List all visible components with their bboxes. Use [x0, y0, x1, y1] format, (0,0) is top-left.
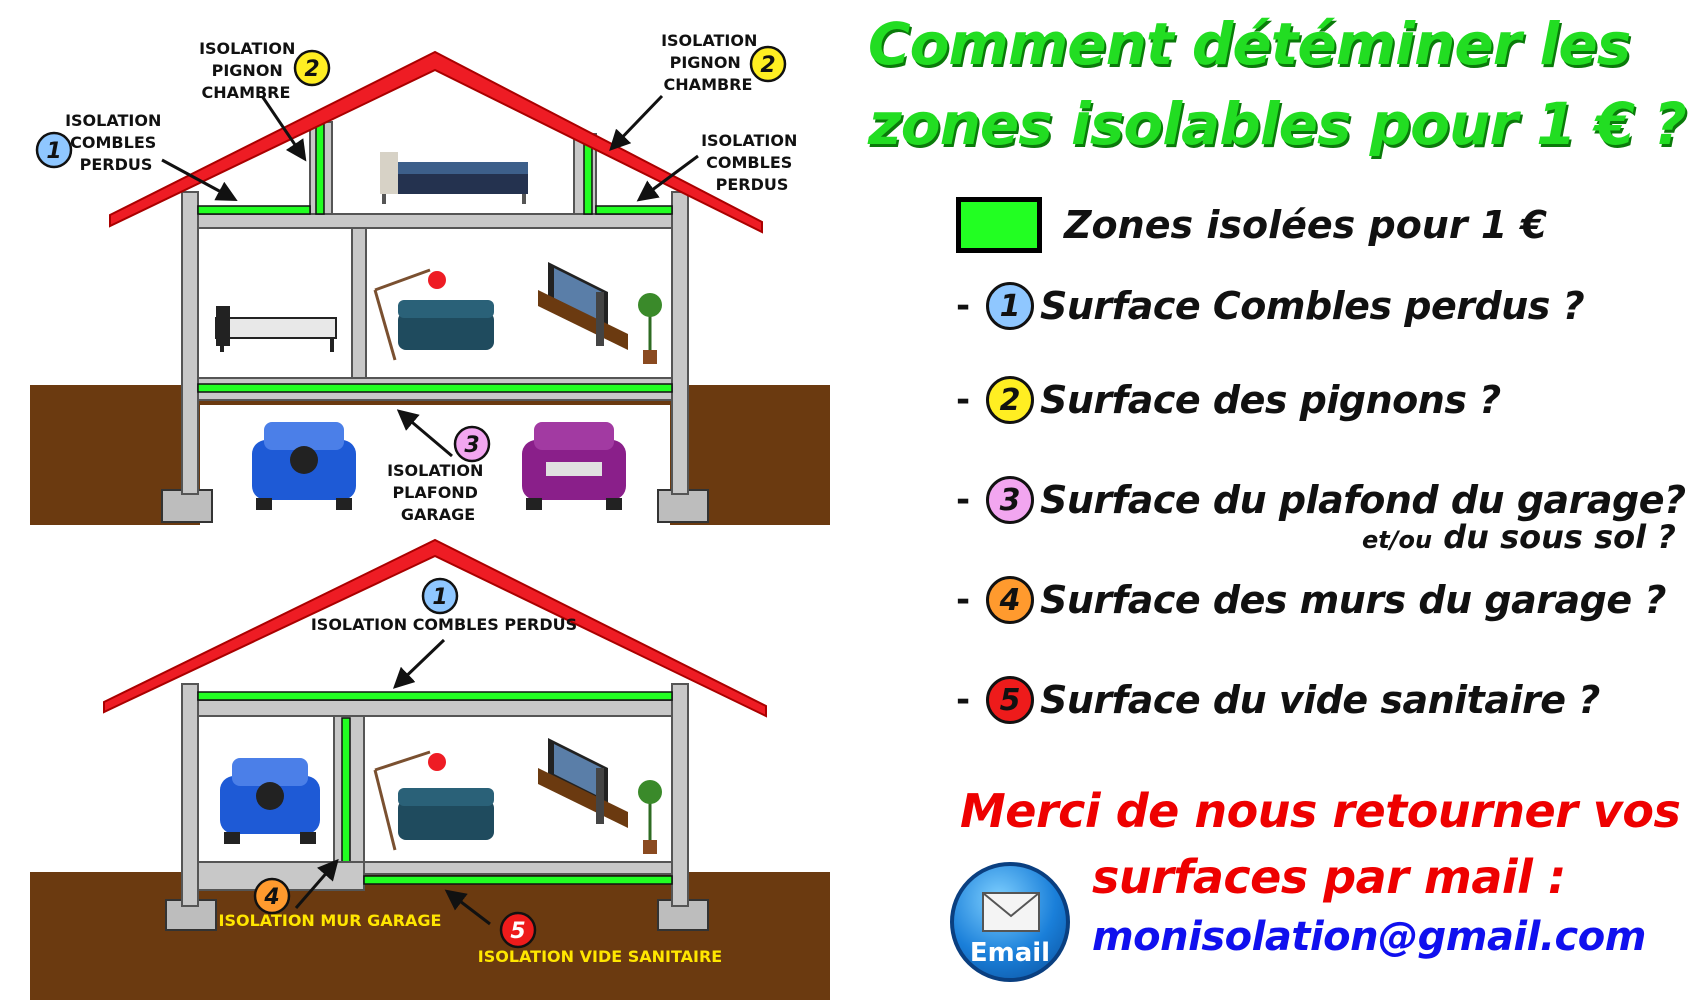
- top-house: ISOLATION COMBLES PERDUS ISOLATION PIGNO…: [30, 31, 830, 525]
- insulation-vide-sanitaire: [363, 875, 673, 885]
- lamp-bottom: [373, 750, 446, 851]
- insulation-mur-garage: [341, 717, 351, 865]
- item-3: - 3 Surface du plafond du garage?: [956, 472, 1686, 528]
- item-2: - 2 Surface des pignons ?: [956, 372, 1501, 428]
- badge-1-bottom: 1: [421, 577, 459, 615]
- title-line-1: Comment détéminer les: [868, 10, 1631, 78]
- bed-ground: [215, 306, 337, 352]
- bottom-roof: [103, 538, 767, 718]
- label-combles-right: ISOLATION COMBLES PERDUS: [701, 131, 803, 194]
- legend-swatch: [956, 197, 1042, 253]
- item-text-3: Surface du plafond du garage?: [1040, 478, 1686, 522]
- svg-text:2: 2: [304, 57, 319, 82]
- badge-3-top: 3: [453, 425, 491, 463]
- insulation-combles-left: [197, 205, 311, 215]
- label-combles-bottom: ISOLATION COMBLES PERDUS: [311, 615, 577, 634]
- thanks-line-2: surfaces par mail :: [1092, 850, 1566, 904]
- badge-1-top: 1: [35, 131, 73, 169]
- tv-unit-bottom: [538, 738, 662, 854]
- legend-text: Zones isolées pour 1 €: [1064, 203, 1547, 247]
- title-line-2: zones isolables pour 1 € ?: [868, 90, 1687, 158]
- email-icon[interactable]: Email: [950, 862, 1070, 982]
- info-panel: Comment détéminer les zones isolables po…: [860, 0, 1700, 1000]
- badge-2: 2: [986, 376, 1034, 424]
- label-combles-left: ISOLATION COMBLES PERDUS: [65, 111, 167, 174]
- badge-4: 4: [986, 576, 1034, 624]
- sofa-bottom: [398, 788, 494, 840]
- svg-text:1: 1: [46, 139, 61, 164]
- item-3-subtext: et/ou du sous sol ?: [1362, 518, 1676, 556]
- lamp: [373, 268, 446, 361]
- badge-4-bottom: 4: [253, 877, 291, 915]
- badge-5-bottom: 5: [499, 911, 537, 949]
- email-address-link[interactable]: monisolation@gmail.com: [1092, 914, 1646, 960]
- badge-2-top-right: 2: [749, 45, 787, 83]
- item-4: - 4 Surface des murs du garage ?: [956, 572, 1666, 628]
- svg-text:4: 4: [263, 885, 279, 910]
- badge-2-top-left: 2: [293, 49, 331, 87]
- insulation-combles-right: [595, 205, 673, 215]
- top-wall-left: [181, 191, 199, 495]
- badge-1: 1: [986, 282, 1034, 330]
- item-5: - 5 Surface du vide sanitaire ?: [956, 672, 1600, 728]
- envelope-flap: [982, 892, 1040, 918]
- label-pignon-left: ISOLATION PIGNON CHAMBRE: [199, 39, 301, 102]
- bottom-ground: [30, 872, 830, 1000]
- label-pignon-right: ISOLATION PIGNON CHAMBRE: [661, 31, 763, 94]
- item-text-4: Surface des murs du garage ?: [1040, 578, 1666, 622]
- car-blue-bottom: [220, 758, 320, 844]
- label-vide-sanitaire: ISOLATION VIDE SANITAIRE: [478, 947, 722, 966]
- badge-5: 5: [986, 676, 1034, 724]
- car-blue-top: [252, 422, 356, 510]
- legend: Zones isolées pour 1 €: [956, 192, 1547, 258]
- item-dash: -: [956, 380, 971, 420]
- item-text-1: Surface Combles perdus ?: [1040, 284, 1585, 328]
- tv-unit: [538, 262, 662, 364]
- item-text-5: Surface du vide sanitaire ?: [1040, 678, 1600, 722]
- bed-attic: [380, 152, 528, 204]
- email-icon-label: Email: [969, 938, 1051, 968]
- item-text-2: Surface des pignons ?: [1040, 378, 1501, 422]
- top-roof: [109, 50, 763, 234]
- house-diagrams: ISOLATION COMBLES PERDUS ISOLATION PIGNO…: [30, 31, 830, 1000]
- label-plafond-garage: ISOLATION PLAFOND GARAGE: [387, 461, 489, 524]
- item-dash: -: [956, 480, 971, 520]
- svg-text:5: 5: [510, 919, 525, 944]
- top-wall-right: [671, 191, 689, 495]
- svg-text:1: 1: [432, 585, 447, 610]
- sofa: [398, 300, 494, 350]
- insulation-combles-bottom: [197, 691, 673, 701]
- insulation-pignon-left: [315, 123, 325, 215]
- item-dash: -: [956, 580, 971, 620]
- badge-3: 3: [986, 476, 1034, 524]
- svg-text:2: 2: [760, 53, 775, 78]
- item-1: - 1 Surface Combles perdus ?: [956, 278, 1585, 334]
- envelope-icon: [982, 892, 1040, 932]
- thanks-line-1: Merci de nous retourner vos: [960, 784, 1681, 838]
- bottom-house: ISOLATION COMBLES PERDUS ISOLATION MUR G…: [30, 538, 830, 1000]
- label-mur-garage: ISOLATION MUR GARAGE: [219, 911, 442, 930]
- car-purple-top: [522, 422, 626, 510]
- item-dash: -: [956, 286, 971, 326]
- item-dash: -: [956, 680, 971, 720]
- svg-text:3: 3: [464, 433, 479, 458]
- insulation-plafond-garage: [197, 383, 673, 393]
